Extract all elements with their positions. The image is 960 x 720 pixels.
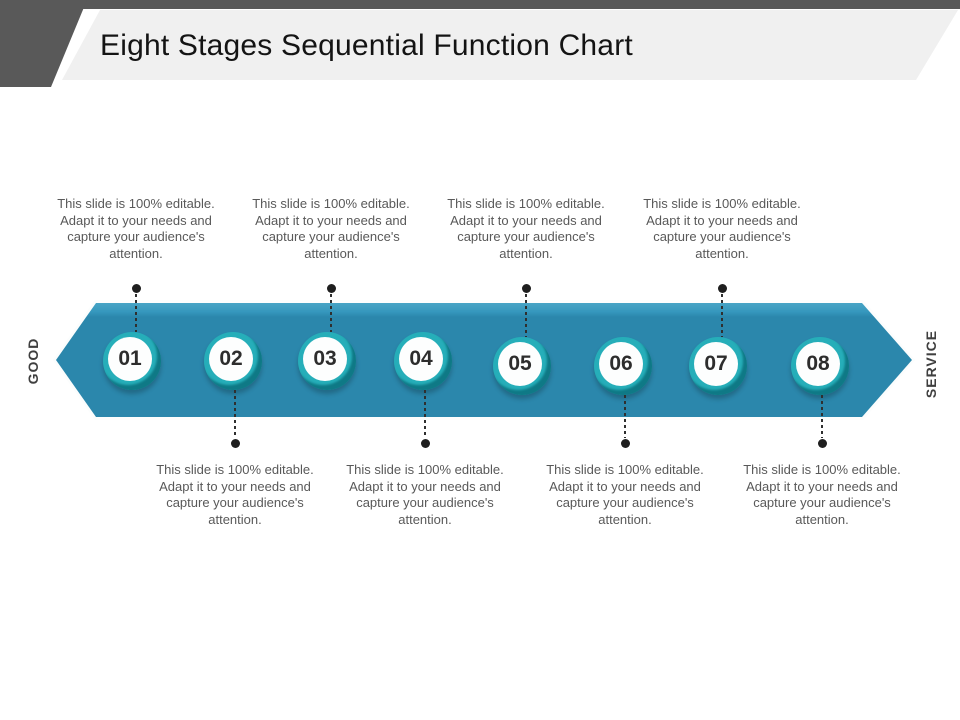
stage-04-description: This slide is 100% editable. Adapt it to… [346, 462, 504, 527]
stage-05-badge: 05 [498, 342, 542, 386]
stage-04-connector-dot [420, 438, 430, 448]
left-axis-label: GOOD [25, 337, 41, 385]
stage-01-number: 01 [118, 347, 142, 370]
stage-04-number: 04 [409, 347, 433, 370]
stage-07-number: 07 [704, 352, 728, 375]
stage-08-connector-dot [817, 438, 827, 448]
stage-06-connector-dot [620, 438, 630, 448]
stage-08-description: This slide is 100% editable. Adapt it to… [743, 462, 901, 527]
stage-02-circle: 02 [204, 332, 262, 390]
stage-01-badge: 01 [108, 337, 152, 381]
stage-05-description: This slide is 100% editable. Adapt it to… [447, 196, 605, 261]
arrow-banner-fill [56, 303, 912, 417]
stage-02-badge: 02 [209, 337, 253, 381]
stage-01-connector-dot [131, 283, 141, 293]
stage-05-connector-dot [521, 283, 531, 293]
page-title: Eight Stages Sequential Function Chart [100, 29, 633, 62]
stage-03-badge: 03 [303, 337, 347, 381]
stage-08-circle: 08 [791, 337, 849, 395]
stage-06-description: This slide is 100% editable. Adapt it to… [546, 462, 704, 527]
stage-04-circle: 04 [394, 332, 452, 390]
stage-01-connector-line [135, 294, 137, 332]
right-axis-label: SERVICE [923, 329, 939, 399]
stage-06-circle: 06 [594, 337, 652, 395]
stage-03-circle: 03 [298, 332, 356, 390]
stage-02-connector-dot [230, 438, 240, 448]
stage-07-description: This slide is 100% editable. Adapt it to… [643, 196, 801, 261]
stage-06-number: 06 [609, 352, 633, 375]
stage-02-number: 02 [219, 347, 243, 370]
stage-05-circle: 05 [493, 337, 551, 395]
stage-01-description: This slide is 100% editable. Adapt it to… [57, 196, 215, 261]
stage-03-number: 03 [313, 347, 337, 370]
title-plate: Eight Stages Sequential Function Chart [62, 10, 958, 80]
stage-04-badge: 04 [399, 337, 443, 381]
stage-03-description: This slide is 100% editable. Adapt it to… [252, 196, 410, 261]
stage-07-badge: 07 [694, 342, 738, 386]
stage-01-circle: 01 [103, 332, 161, 390]
stage-07-circle: 07 [689, 337, 747, 395]
stage-07-connector-line [721, 294, 723, 337]
stage-08-badge: 08 [796, 342, 840, 386]
stage-06-badge: 06 [599, 342, 643, 386]
stage-06-connector-line [624, 395, 626, 438]
stage-02-connector-line [234, 390, 236, 438]
stage-08-number: 08 [806, 352, 830, 375]
stage-03-connector-dot [326, 283, 336, 293]
stage-04-connector-line [424, 390, 426, 438]
stage-08-connector-line [821, 395, 823, 438]
stage-03-connector-line [330, 294, 332, 332]
stage-02-description: This slide is 100% editable. Adapt it to… [156, 462, 314, 527]
header-band [0, 0, 960, 9]
stage-05-number: 05 [508, 352, 532, 375]
stage-05-connector-line [525, 294, 527, 337]
arrow-banner [53, 300, 915, 420]
stage-07-connector-dot [717, 283, 727, 293]
